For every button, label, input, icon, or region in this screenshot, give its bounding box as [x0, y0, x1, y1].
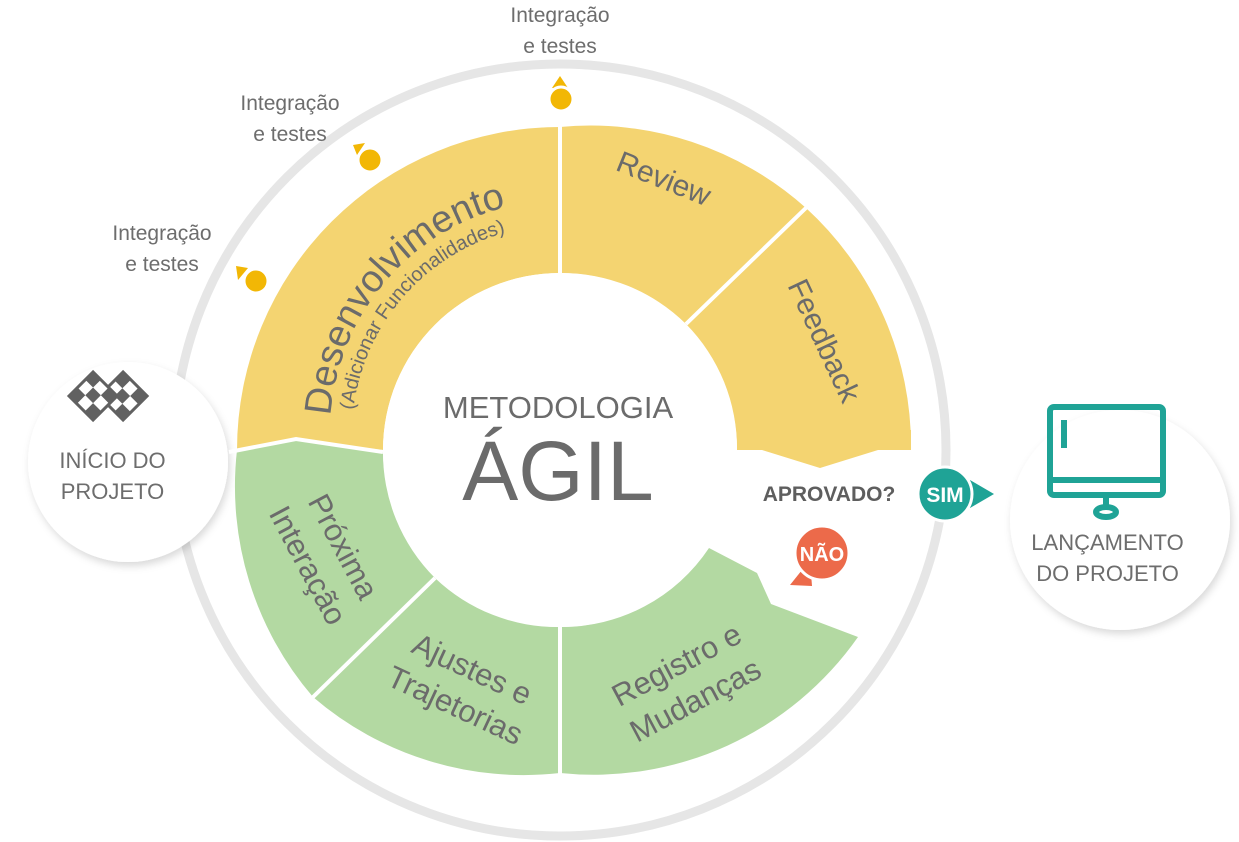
segment-feedback [686, 208, 912, 468]
monitor-icon [1047, 404, 1166, 520]
segment-review [560, 125, 806, 324]
integration-marker-low [236, 266, 270, 295]
start-label-line2: PROJETO [60, 479, 165, 504]
launch-label-line2: DO PROJETO [1036, 561, 1179, 586]
approved-question: APROVADO? [763, 483, 896, 506]
checkered-flags-icon [66, 369, 150, 423]
center-title: METODOLOGIA [443, 390, 674, 425]
zigzag-boundary [228, 436, 384, 454]
nao-badge: NÃO [790, 524, 851, 586]
integration-label-mid-line2: e testes [253, 123, 327, 146]
start-label: INÍCIO DO PROJETO [30, 445, 195, 507]
integration-label-mid: Integração e testes [210, 88, 370, 150]
center-circle [383, 273, 737, 627]
launch-label-line1: LANÇAMENTO [1031, 530, 1184, 555]
feedback-notch [737, 430, 911, 468]
segment-separators [309, 115, 812, 805]
integration-label-low: Integração e testes [82, 218, 242, 280]
start-node [28, 362, 228, 562]
integration-label-top-line1: Integração [510, 4, 610, 27]
center-subtitle: ÁGIL [462, 424, 653, 518]
integration-marker-mid [353, 143, 384, 174]
integration-label-top: Integração e testes [480, 0, 640, 62]
integration-label-low-line1: Integração [112, 222, 212, 245]
segment-development [237, 127, 560, 450]
launch-label: LANÇAMENTO DO PROJETO [1015, 527, 1200, 589]
segment-proxima [234, 439, 435, 697]
start-label-line1: INÍCIO DO [59, 448, 166, 473]
launch-node [1010, 410, 1230, 630]
integration-label-low-line2: e testes [125, 253, 199, 276]
segment-registro [560, 548, 858, 775]
integration-label-top-line2: e testes [523, 35, 597, 58]
segment-ajustes [313, 578, 560, 776]
nao-label: NÃO [800, 543, 844, 566]
integration-marker-top [547, 76, 575, 113]
integration-label-mid-line1: Integração [240, 92, 340, 115]
sim-label: SIM [926, 484, 963, 507]
sim-badge: SIM [916, 465, 994, 523]
